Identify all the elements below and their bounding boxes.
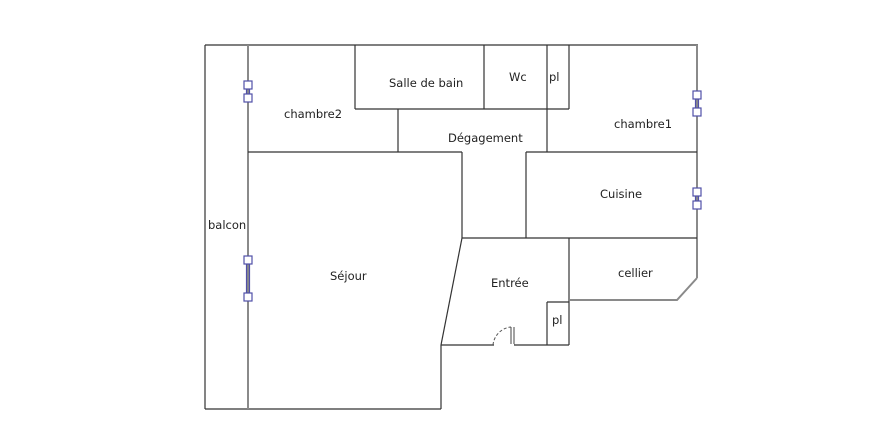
window-icon-cuisine[interactable] [692, 187, 702, 210]
room-label-entree: Entrée [491, 276, 529, 290]
cellier-angled-wall [570, 277, 698, 301]
window-icon-chambre1[interactable] [692, 90, 702, 117]
window-icon-sejour[interactable] [243, 255, 253, 302]
outer-walls [204, 44, 698, 410]
room-label-cellier: cellier [618, 266, 653, 280]
room-label-placard-top: pl [549, 70, 560, 84]
room-label-placard-bottom: pl [552, 313, 563, 327]
room-label-salle-de-bain: Salle de bain [389, 76, 463, 90]
wall-entree-angled [440, 237, 463, 346]
room-label-chambre1: chambre1 [614, 117, 672, 131]
room-label-chambre2: chambre2 [284, 107, 342, 121]
door-icon[interactable] [492, 326, 515, 346]
room-label-wc: Wc [509, 70, 527, 84]
room-label-sejour: Séjour [330, 269, 367, 283]
room-label-balcon: balcon [208, 218, 246, 232]
room-label-degagement: Dégagement [448, 131, 523, 145]
room-label-cuisine: Cuisine [600, 187, 642, 201]
window-icon-chambre2[interactable] [243, 80, 253, 103]
